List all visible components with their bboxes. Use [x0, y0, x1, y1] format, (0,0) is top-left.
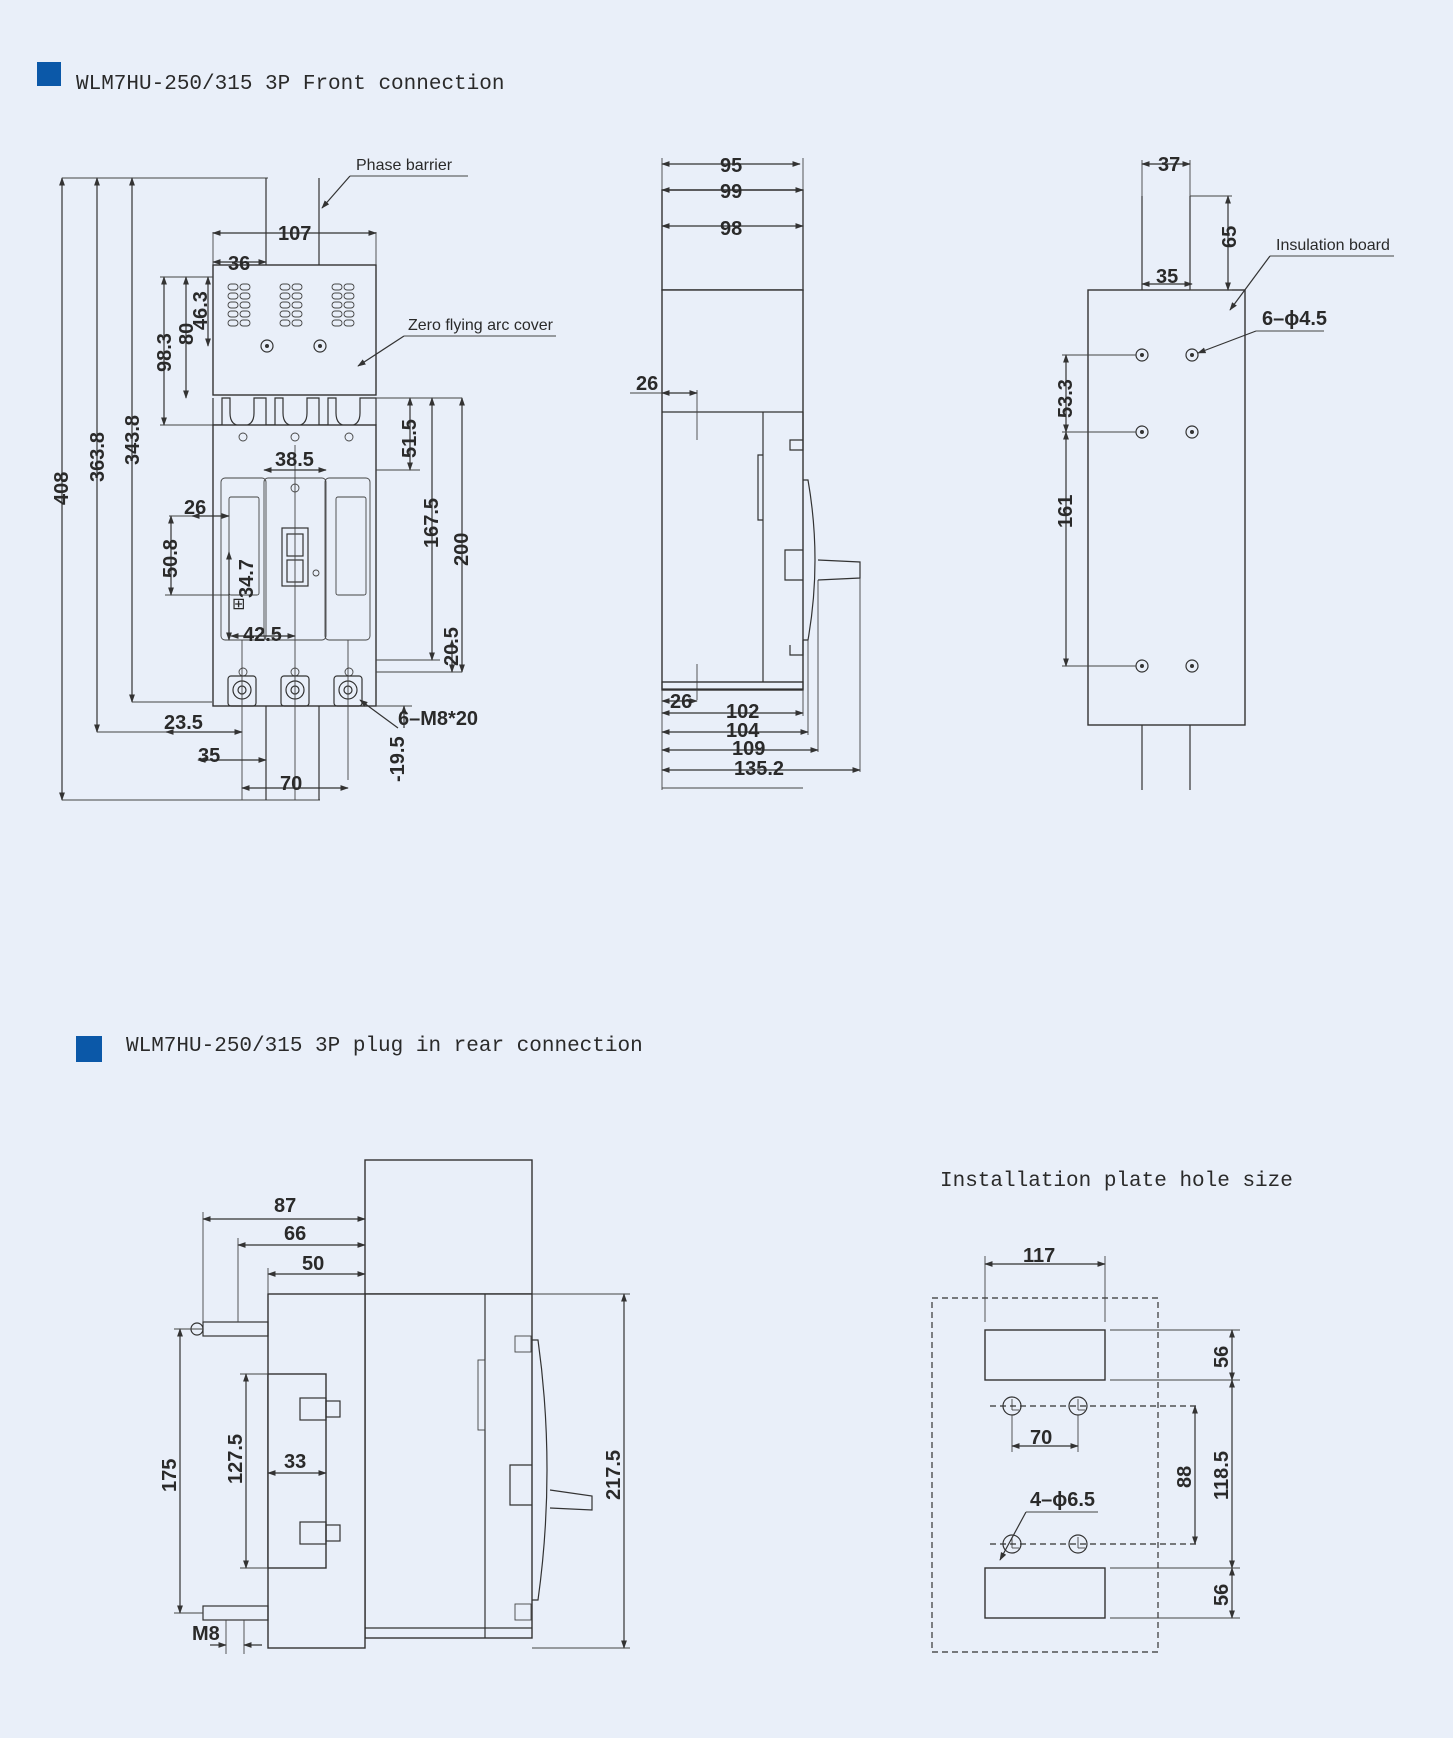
vent-slots [227, 283, 355, 327]
dim-35: 35 [198, 745, 220, 767]
dim-26-bottom: 26 [670, 691, 692, 713]
plug-in-view: 87 66 50 175 127.5 33 217.5 M8 [159, 1159, 630, 1654]
dim-104: 104 [726, 720, 760, 742]
dim-26: 26 [184, 497, 206, 519]
plate-outline [931, 1297, 1159, 1653]
plate-title: Installation plate hole size [940, 1170, 1293, 1193]
dim-167-5: 167.5 [421, 498, 443, 548]
dim-98: 98 [720, 218, 742, 240]
dim-33: 33 [284, 1451, 306, 1473]
dim-35-rear: 35 [1156, 266, 1178, 288]
dim-36: 36 [228, 253, 250, 275]
label-bolt: 6–M8*20 [398, 708, 478, 730]
label-holes-rear: 6–ϕ4.5 [1262, 308, 1327, 330]
dim-80: 80 [176, 323, 198, 345]
dim-20-5: 20.5 [441, 627, 463, 666]
plate-cutout-bottom [984, 1567, 1106, 1619]
dim-70-plate: 70 [1030, 1427, 1052, 1449]
plug-arc-cover [364, 1159, 533, 1295]
dim-51-5: 51.5 [399, 419, 421, 458]
label-insulation-board: Insulation board [1276, 237, 1390, 254]
section1-header: WLM7HU-250/315 3P Front connection [37, 62, 504, 96]
section2-header: WLM7HU-250/315 3P plug in rear connectio… [76, 1035, 643, 1062]
insulation-board [1087, 289, 1246, 726]
dim-42-5: 42.5 [243, 624, 282, 646]
dim-88: 88 [1174, 1466, 1196, 1488]
dim-117: 117 [1023, 1245, 1055, 1267]
cover-screw-right [313, 339, 327, 353]
plate-cutout-top [984, 1329, 1106, 1381]
plug-body [364, 1293, 533, 1639]
plate-holes [1002, 1396, 1088, 1554]
plug-studs [190, 1321, 341, 1621]
label-arc-cover: Zero flying arc cover [408, 317, 554, 334]
dim-102: 102 [726, 701, 759, 723]
dim-175: 175 [159, 1459, 181, 1492]
dim-118-5: 118.5 [1211, 1451, 1233, 1500]
label-phase-barrier: Phase barrier [356, 157, 453, 174]
dim-98-3: 98.3 [154, 333, 176, 372]
side-view: 95 99 98 26 26 102 104 109 135.2 [630, 155, 861, 790]
section2-marker [76, 1036, 102, 1062]
dim-107: 107 [278, 223, 311, 245]
breaker-body [212, 424, 377, 707]
dim-127-5: 127.5 [225, 1434, 247, 1484]
dim-363-8: 363.8 [87, 432, 109, 482]
dim-34-7: 34.7 [236, 559, 258, 598]
side-arc-cover [661, 189, 804, 291]
dim-343-8: 343.8 [122, 415, 144, 465]
section1-title: WLM7HU-250/315 3P Front connection [76, 73, 504, 96]
dim-217-5: 217.5 [603, 1450, 625, 1500]
dim-26-top: 26 [636, 373, 658, 395]
dim-56-bottom: 56 [1211, 1584, 1233, 1606]
dim-50: 50 [302, 1253, 324, 1275]
front-view: 408 363.8 343.8 107 36 [51, 157, 556, 801]
dim-161: 161 [1055, 495, 1077, 528]
dim-135-2: 135.2 [734, 758, 784, 780]
dim-66: 66 [284, 1223, 306, 1245]
dim-200: 200 [451, 533, 473, 566]
dim-70: 70 [280, 773, 302, 795]
dim-53-3: 53.3 [1055, 379, 1077, 418]
dim-23-5: 23.5 [164, 712, 203, 734]
section1-marker [37, 62, 61, 86]
dim-87: 87 [274, 1195, 296, 1217]
dim-46-3: 46.3 [190, 291, 212, 330]
cover-screw-left [260, 339, 274, 353]
dim-109: 109 [732, 738, 765, 760]
section2-title: WLM7HU-250/315 3P plug in rear connectio… [126, 1035, 643, 1058]
dim-m8: M8 [192, 1623, 220, 1645]
dim-37: 37 [1158, 154, 1180, 176]
dim-95: 95 [720, 155, 742, 177]
dim-38-5: 38.5 [275, 449, 314, 471]
rear-view: 37 65 35 53.3 161 Insulation board 6–ϕ4.… [1055, 154, 1394, 790]
label-holes-plate: 4–ϕ6.5 [1030, 1489, 1095, 1511]
installation-plate: Installation plate hole size 117 70 56 [931, 1170, 1293, 1653]
dim-56-top: 56 [1211, 1346, 1233, 1368]
dim-50-8: 50.8 [160, 539, 182, 578]
side-body [661, 289, 804, 691]
dim-65: 65 [1219, 226, 1241, 248]
dim-19-5: -19.5 [387, 736, 409, 782]
dim-408: 408 [51, 472, 73, 505]
push-to-trip-icon: ⊞ [232, 596, 245, 613]
dim-99: 99 [720, 181, 742, 203]
